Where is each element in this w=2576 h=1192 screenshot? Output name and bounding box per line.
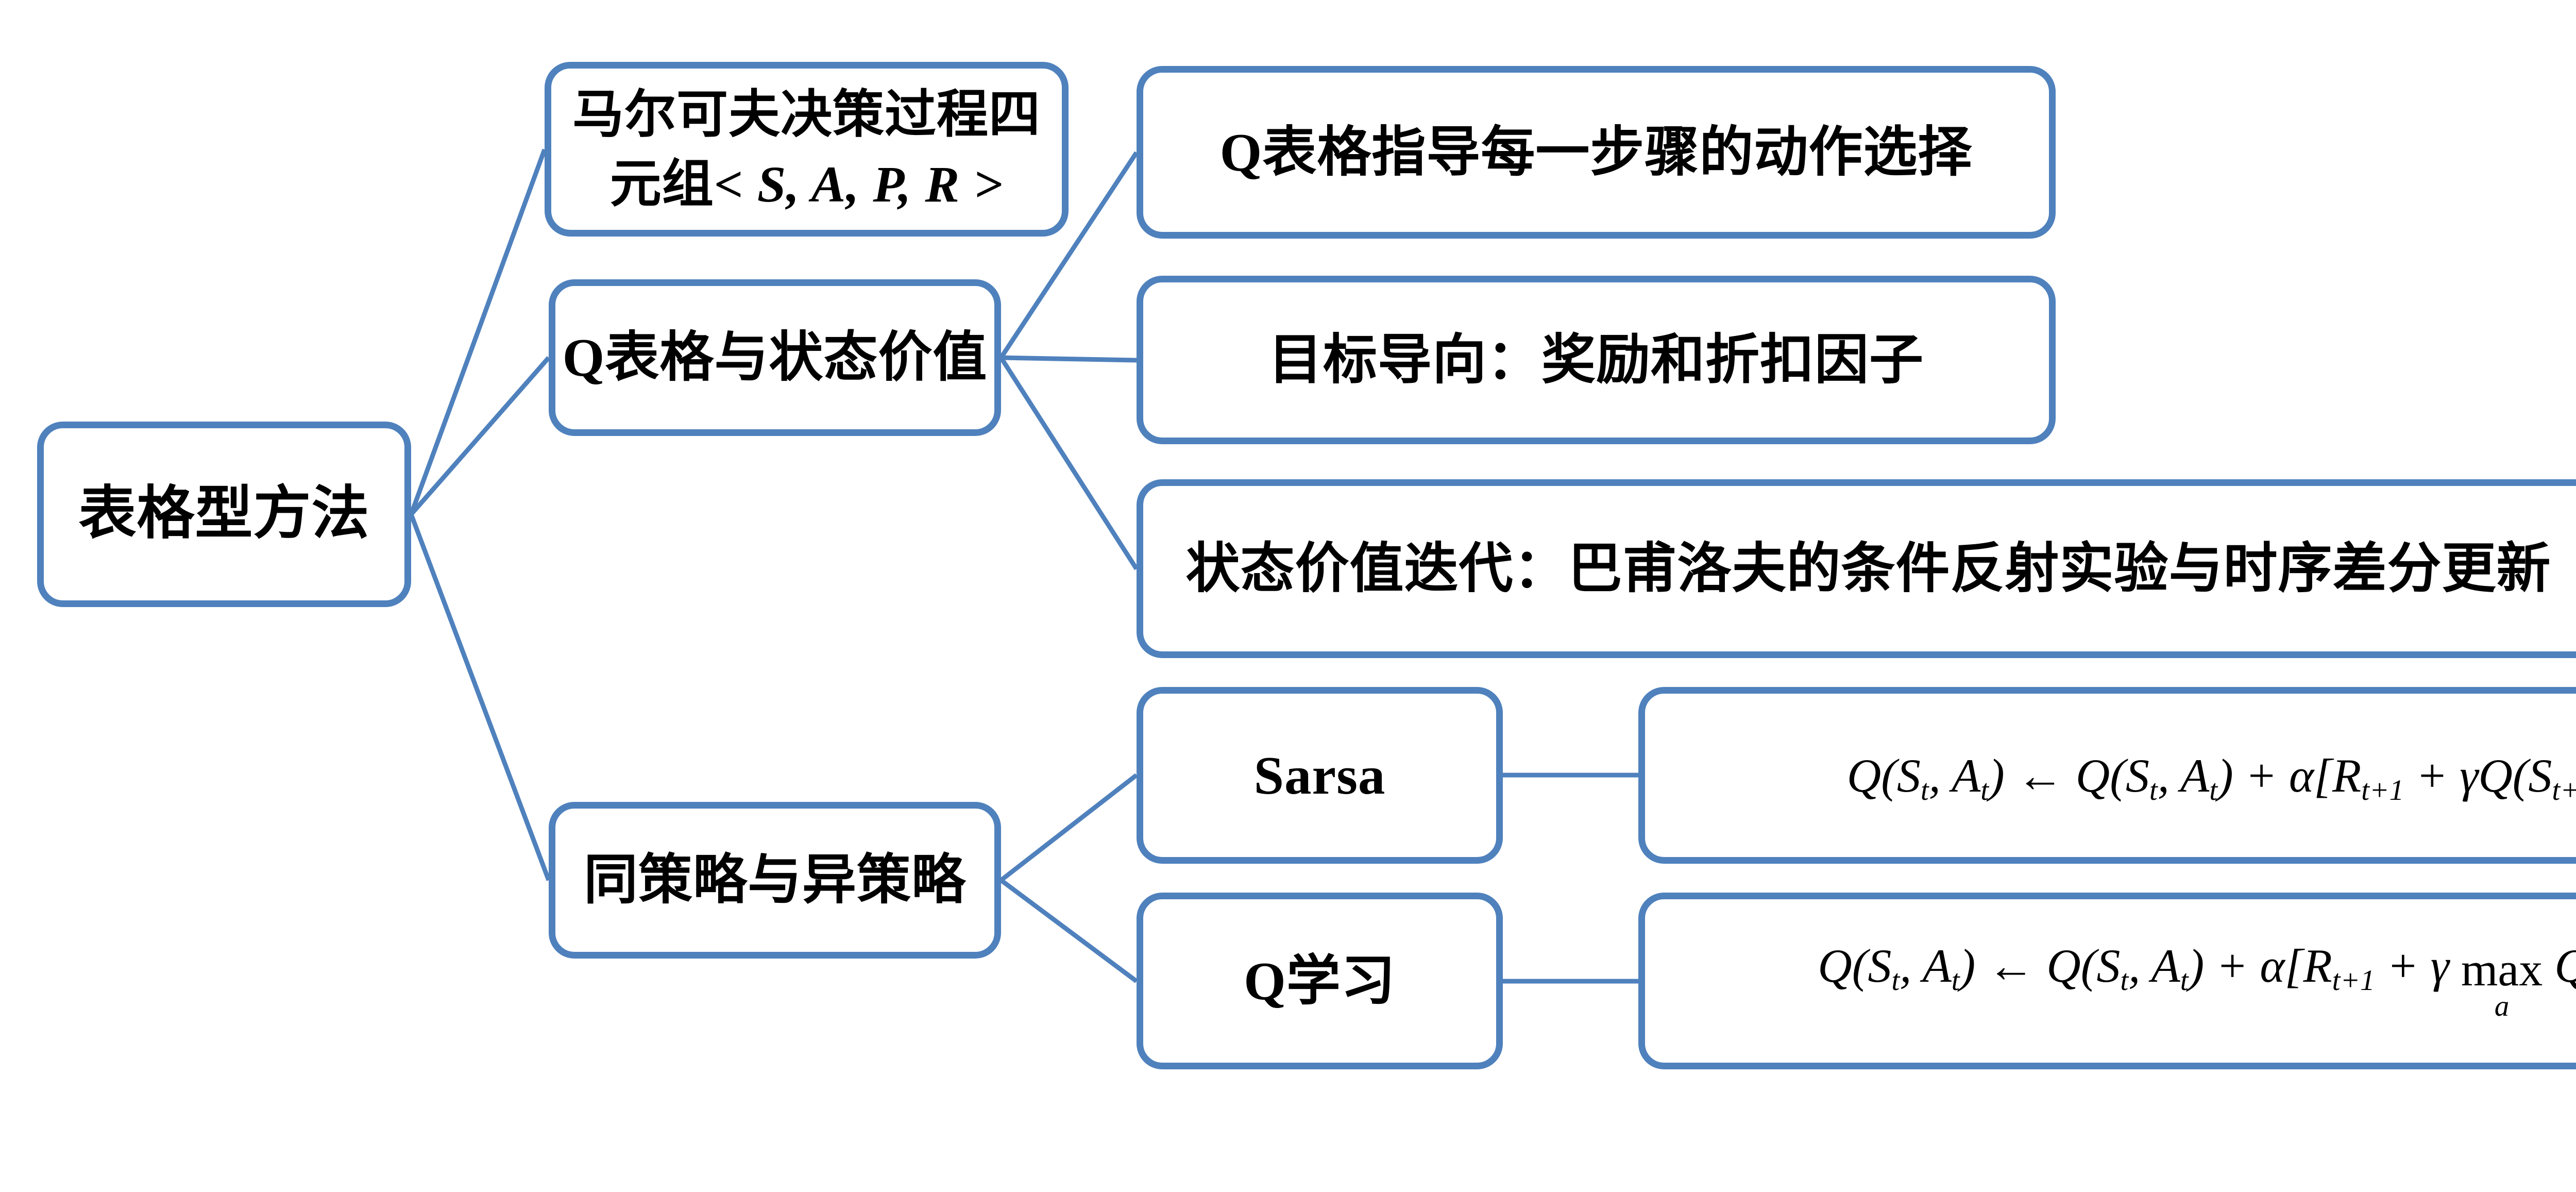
node-on-policy-off-policy[interactable]: 同策略与异策略	[549, 802, 1001, 959]
connector-root-to-qtable	[409, 356, 551, 516]
connector-root-to-policy	[409, 513, 551, 881]
node-state-value-iteration[interactable]: 状态价值迭代：巴甫洛夫的条件反射实验与时序差分更新	[1137, 479, 2576, 658]
connector-policy-to-qlearning	[999, 878, 1138, 983]
node-on-policy-off-policy-label: 同策略与异策略	[583, 850, 966, 911]
node-goal-oriented-reward-discount[interactable]: 目标导向：奖励和折扣因子	[1137, 276, 2056, 444]
connector-root-to-mdp	[409, 148, 547, 515]
node-tabular-methods-label: 表格型方法	[78, 482, 370, 546]
node-q-learning-label: Q学习	[1244, 950, 1396, 1011]
connector-policy-to-sarsa	[999, 773, 1138, 882]
node-mdp-four-tuple[interactable]: 马尔可夫决策过程四元组< S, A, P, R >	[545, 62, 1069, 237]
node-mdp-four-tuple-label: 马尔可夫决策过程四元组< S, A, P, R >	[572, 86, 1041, 213]
node-q-learning[interactable]: Q学习	[1137, 893, 1503, 1069]
connector-qtable-to-valueiter	[999, 356, 1139, 570]
node-q-table-guides-actions-label: Q表格指导每一步骤的动作选择	[1219, 122, 1973, 182]
node-q-table-state-value-label: Q表格与状态价值	[562, 327, 988, 388]
node-sarsa-label: Sarsa	[1253, 745, 1386, 805]
node-state-value-iteration-label: 状态价值迭代：巴甫洛夫的条件反射实验与时序差分更新	[1185, 538, 2551, 599]
node-goal-oriented-reward-discount-label: 目标导向：奖励和折扣因子	[1268, 329, 1924, 390]
node-sarsa[interactable]: Sarsa	[1137, 687, 1503, 864]
node-q-table-state-value[interactable]: Q表格与状态价值	[549, 279, 1001, 436]
node-q-table-guides-actions[interactable]: Q表格指导每一步骤的动作选择	[1137, 66, 2056, 239]
node-sarsa-update-formula[interactable]: Q(St, At) ← Q(St, At) + α[Rt+1 + γQ(St+1…	[1638, 687, 2576, 864]
connector-qtable-to-qguide	[999, 151, 1139, 359]
node-tabular-methods[interactable]: 表格型方法	[37, 422, 411, 607]
sarsa-update-formula: Q(St, At) ← Q(St, At) + α[Rt+1 + γQ(St+1…	[1846, 749, 2576, 807]
connector-qtable-to-goal	[1001, 355, 1137, 363]
